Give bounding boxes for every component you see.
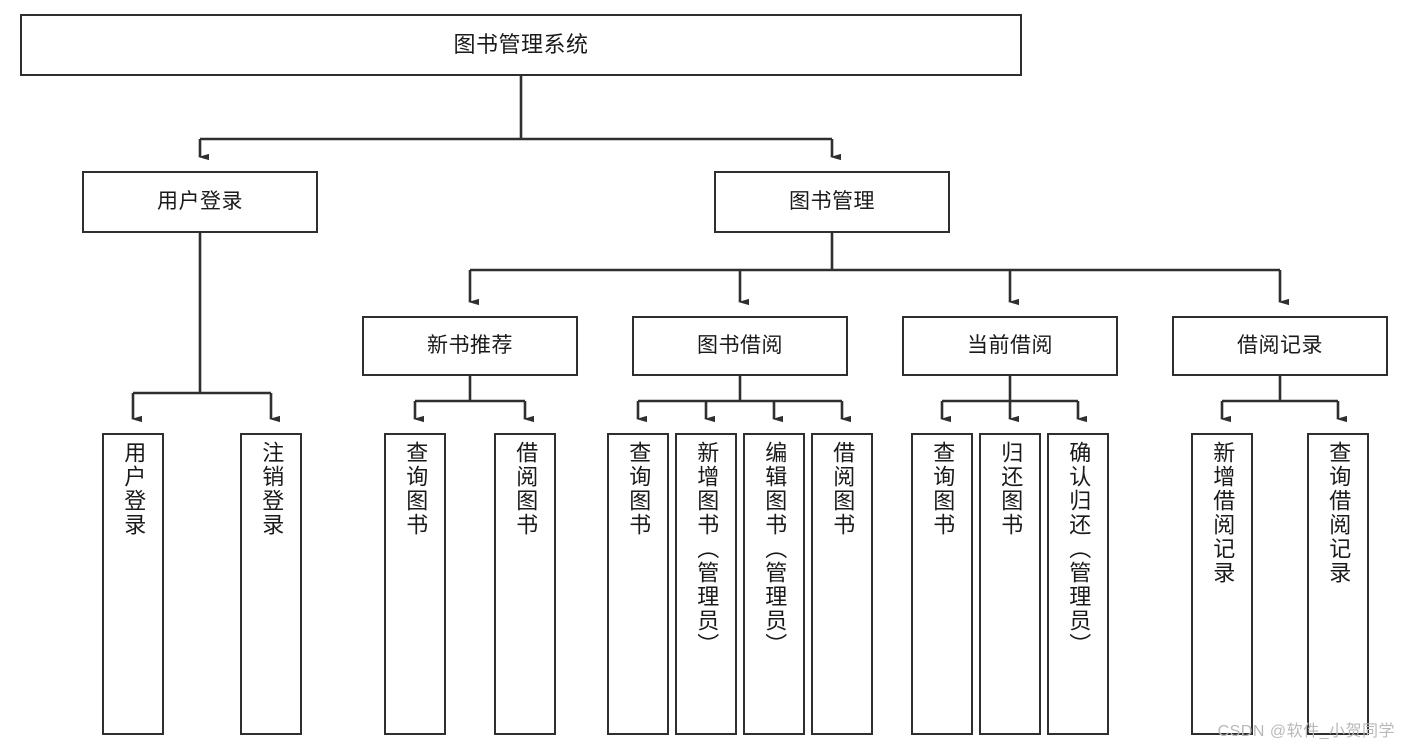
leaf-logout-label: 注销登录 xyxy=(259,441,285,537)
leaf-user-login[interactable]: 用户登录 xyxy=(102,433,164,735)
leaf-query-borrow-record-label: 查询借阅记录 xyxy=(1326,441,1352,585)
leaf-add-borrow-record-label: 新增借阅记录 xyxy=(1210,441,1236,585)
leaf-return-book[interactable]: 归还图书 xyxy=(979,433,1041,735)
leaf-logout[interactable]: 注销登录 xyxy=(240,433,302,735)
node-book-manage[interactable]: 图书管理 xyxy=(714,171,950,233)
leaf-query-book-recommend[interactable]: 查询图书 xyxy=(384,433,446,735)
node-book-borrow[interactable]: 图书借阅 xyxy=(632,316,848,376)
leaf-edit-book-label: 编辑图书（管理员） xyxy=(762,441,788,657)
node-user-login-label: 用户登录 xyxy=(157,189,243,213)
leaf-user-login-label: 用户登录 xyxy=(121,441,147,537)
leaf-borrow-book-recommend[interactable]: 借阅图书 xyxy=(494,433,556,735)
node-new-book-recommend[interactable]: 新书推荐 xyxy=(362,316,578,376)
leaf-query-book-current-label: 查询图书 xyxy=(930,441,956,537)
leaf-borrow-book-label: 借阅图书 xyxy=(830,441,856,537)
leaf-borrow-book-recommend-label: 借阅图书 xyxy=(513,441,539,537)
node-book-borrow-label: 图书借阅 xyxy=(697,333,783,357)
leaf-edit-book[interactable]: 编辑图书（管理员） xyxy=(743,433,805,735)
leaf-query-book-current[interactable]: 查询图书 xyxy=(911,433,973,735)
node-user-login[interactable]: 用户登录 xyxy=(82,171,318,233)
leaf-query-book-borrow-label: 查询图书 xyxy=(626,441,652,537)
node-root-system[interactable]: 图书管理系统 xyxy=(20,14,1022,76)
leaf-query-book-borrow[interactable]: 查询图书 xyxy=(607,433,669,735)
node-root-system-label: 图书管理系统 xyxy=(453,32,589,58)
node-book-manage-label: 图书管理 xyxy=(789,189,875,213)
node-new-book-recommend-label: 新书推荐 xyxy=(427,333,513,357)
leaf-add-borrow-record[interactable]: 新增借阅记录 xyxy=(1191,433,1253,735)
node-current-borrow[interactable]: 当前借阅 xyxy=(902,316,1118,376)
leaf-add-book-label: 新增图书（管理员） xyxy=(694,441,720,657)
leaf-query-book-recommend-label: 查询图书 xyxy=(403,441,429,537)
csdn-watermark: CSDN @软件_小贺同学 xyxy=(1217,723,1395,740)
leaf-borrow-book[interactable]: 借阅图书 xyxy=(811,433,873,735)
leaf-confirm-return[interactable]: 确认归还（管理员） xyxy=(1047,433,1109,735)
leaf-return-book-label: 归还图书 xyxy=(998,441,1024,537)
leaf-confirm-return-label: 确认归还（管理员） xyxy=(1066,441,1092,657)
node-borrow-record[interactable]: 借阅记录 xyxy=(1172,316,1388,376)
node-borrow-record-label: 借阅记录 xyxy=(1237,333,1323,357)
leaf-add-book[interactable]: 新增图书（管理员） xyxy=(675,433,737,735)
leaf-query-borrow-record[interactable]: 查询借阅记录 xyxy=(1307,433,1369,735)
node-current-borrow-label: 当前借阅 xyxy=(967,333,1053,357)
